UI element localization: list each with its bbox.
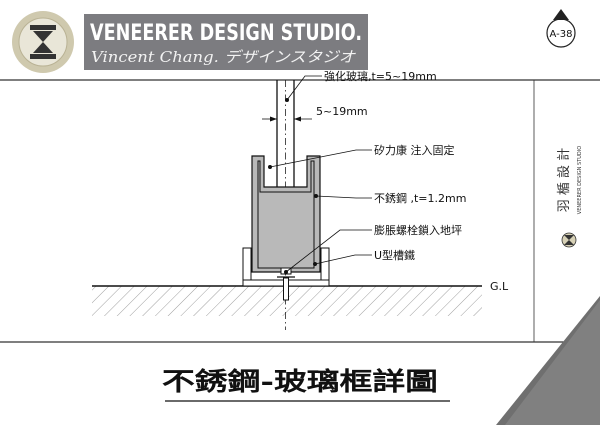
side-brand-en: VENEERER DESIGN STUDIO — [577, 146, 583, 214]
ground-level-label: G.L — [490, 280, 509, 293]
steel-inner-shell — [257, 160, 315, 269]
side-brand: 羽 楯 設 計 VENEERER DESIGN STUDIO — [556, 146, 583, 248]
hourglass-icon — [30, 25, 56, 59]
u-channel-assembly — [242, 155, 330, 287]
corner-shadow — [496, 296, 600, 425]
bolt-label: 膨脹螺栓鎖入地坪 — [374, 223, 462, 237]
sheet-tag: A-38 — [546, 9, 576, 48]
glass-label: 強化玻璃,t=5~19mm — [324, 69, 437, 83]
channel-label: U型槽鐵 — [374, 248, 415, 262]
side-logo-icon — [561, 232, 577, 248]
header-band — [84, 14, 368, 70]
studio-logo — [12, 11, 74, 73]
silicone-label: 矽力康 注入固定 — [374, 143, 455, 157]
leaders — [269, 75, 372, 273]
side-brand-cn: 羽 楯 設 計 — [556, 148, 572, 212]
silicone-fill — [252, 156, 320, 272]
drawing-title: 不銹鋼-玻璃框詳圖 — [162, 367, 450, 402]
gap-label: 5~19mm — [316, 105, 368, 118]
steel-outer-shell — [251, 155, 321, 273]
studio-subtitle: Vincent Chang. デザインスタジオ — [91, 48, 356, 66]
sheet-number: A-38 — [550, 29, 573, 40]
steel-label: 不銹鋼 ,t=1.2mm — [374, 191, 466, 205]
gap-dimension: 5~19mm — [262, 105, 368, 122]
drawing-title-text: 不銹鋼-玻璃框詳圖 — [162, 367, 438, 396]
leader-dots — [268, 98, 318, 274]
studio-name: VENEERER DESIGN STUDIO. — [90, 21, 362, 46]
